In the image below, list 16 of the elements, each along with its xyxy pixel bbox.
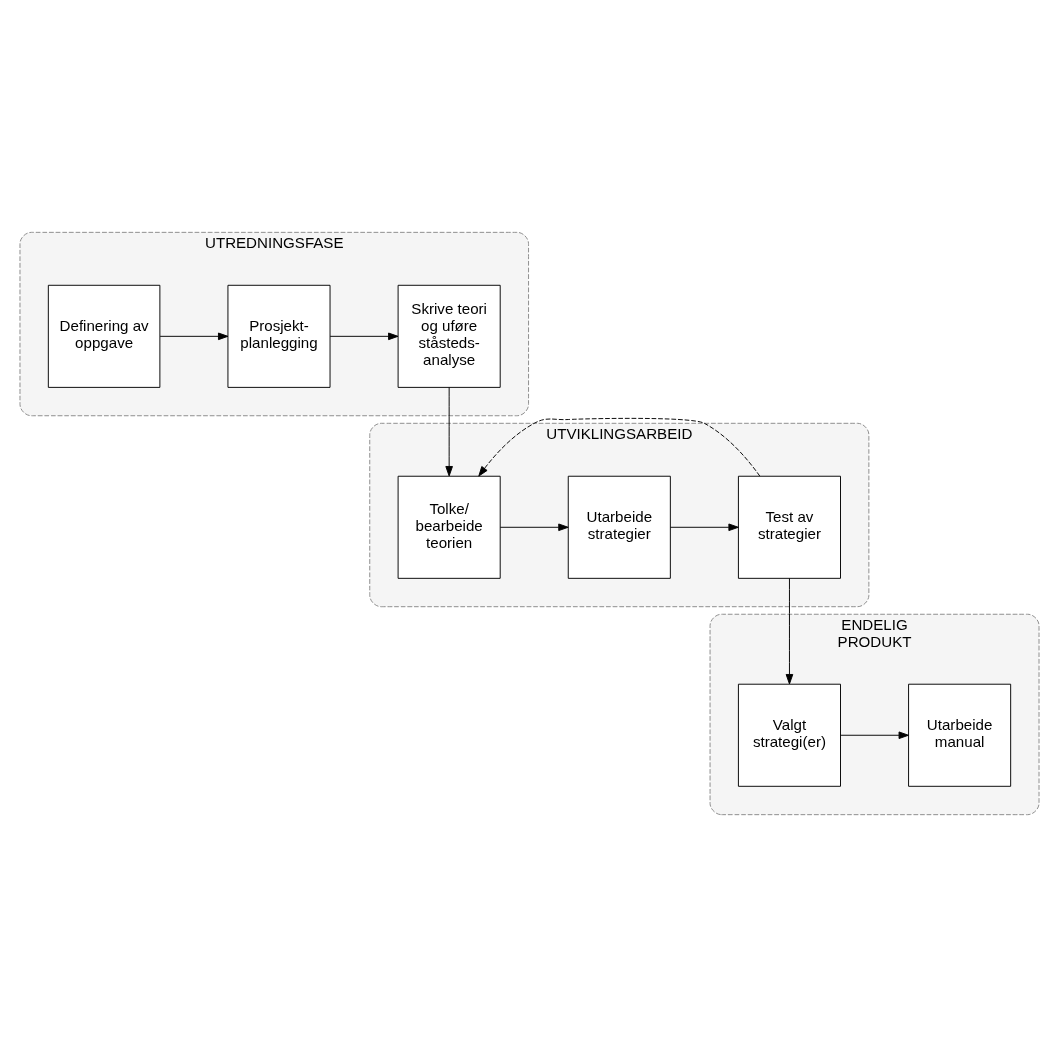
- node-box: Utarbeide manual: [908, 683, 1012, 787]
- node-box: Tolke/ bearbeide teorien: [397, 475, 501, 579]
- node-box: Valgt strategi(er): [737, 683, 841, 787]
- arrow: [840, 730, 909, 739]
- node-box: Skrive teori og uføre ståsteds- analyse: [397, 284, 501, 388]
- arrow: [159, 332, 229, 340]
- arrow: [329, 332, 399, 340]
- arrow: [445, 386, 453, 476]
- node-box: Test av strategier: [737, 475, 841, 579]
- node-box: Utarbeide strategier: [567, 475, 671, 579]
- node-box: Definering av oppgave: [47, 284, 161, 388]
- arrow: [670, 523, 739, 531]
- arrow: [478, 417, 761, 477]
- arrow: [499, 523, 569, 531]
- node-box: Prosjekt- planlegging: [227, 284, 331, 388]
- arrow: [785, 577, 794, 684]
